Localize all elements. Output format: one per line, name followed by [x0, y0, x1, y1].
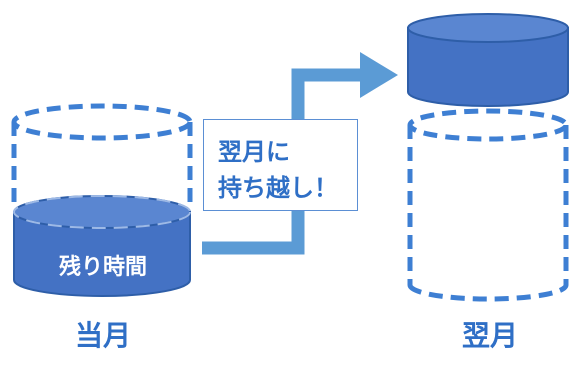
remaining-time-label: 残り時間: [58, 255, 147, 280]
current-month-label: 当月: [74, 319, 131, 352]
next-month-label: 翌月: [461, 319, 518, 352]
current-month-cylinder: [11, 103, 193, 205]
callout-line-1: 翌月に: [218, 138, 290, 166]
carryover-callout: 翌月に 持ち越し！: [203, 119, 358, 211]
callout-line-2: 持ち越し！: [218, 174, 338, 202]
carried-over-block: [407, 13, 569, 107]
remaining-time-fill: [13, 195, 191, 297]
next-month-cylinder: [407, 108, 569, 302]
